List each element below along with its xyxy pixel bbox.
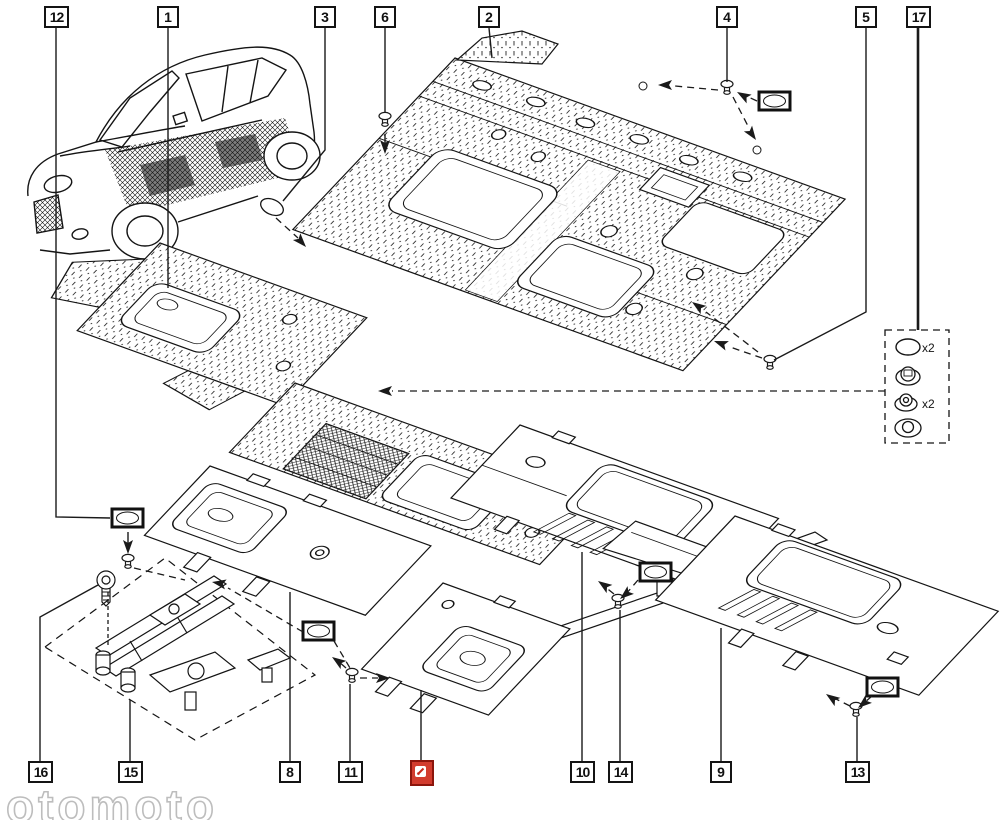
callout-box-11: 11 [338,761,363,783]
floor-panel-9 [602,515,1000,696]
seat-slide-bracket-part15 [94,575,292,711]
legend-qty-3: x2 [922,397,935,411]
floor-tray-highlighted-part [360,582,571,716]
clip-rect-14 [638,561,673,583]
callout-box-12: 12 [44,6,69,28]
dashed-leader-lines [107,85,885,707]
push-pin-fasteners [121,79,863,717]
push-pin-11 [345,667,359,683]
selected-part-icon [415,766,426,777]
floor-panel-8 [143,465,432,616]
highlighted-part-marker [410,760,434,786]
screw-fastener-part16 [96,570,116,607]
panel-hole [638,81,648,91]
callout-box-10: 10 [570,761,595,783]
assembly-zone-dashed [43,557,317,741]
push-pin-5 [763,354,777,370]
main-floor-carpet-part2 [291,57,847,372]
watermark-text: otomoto [6,780,218,820]
callout-box-6: 6 [374,6,396,28]
clip-rect-4 [757,90,792,112]
push-pin-12 [121,553,135,569]
front-floor-carpet-part1 [50,242,368,411]
callout-box-3: 3 [314,6,336,28]
fastener-legend-box: x2 x2 [884,329,950,444]
callout-box-15: 15 [118,761,143,783]
callout-box-14: 14 [608,761,633,783]
clip-rect-12 [110,507,145,529]
clip-rect-11 [301,620,336,642]
callout-box-2: 2 [478,6,500,28]
car-illustration [27,46,321,260]
clip-grommet-icon [895,366,921,386]
callout-box-1: 1 [157,6,179,28]
push-pin-4 [720,79,734,95]
callout-box-8: 8 [279,761,301,783]
push-pin-6 [378,111,392,127]
callout-box-9: 9 [710,761,732,783]
carpet-hump [455,30,559,65]
push-clip-icon [894,393,918,412]
washer-grommet-icon [894,418,922,438]
clip-rect-13 [865,676,900,698]
legend-qty-1: x2 [922,341,935,355]
callout-box-17: 17 [906,6,931,28]
panel-hole [752,145,762,155]
callout-box-13: 13 [845,761,870,783]
grommet-ring-icon [895,338,921,356]
callout-box-4: 4 [716,6,738,28]
callout-box-5: 5 [855,6,877,28]
oval-pad-3 [260,197,284,217]
callout-box-16: 16 [28,761,53,783]
